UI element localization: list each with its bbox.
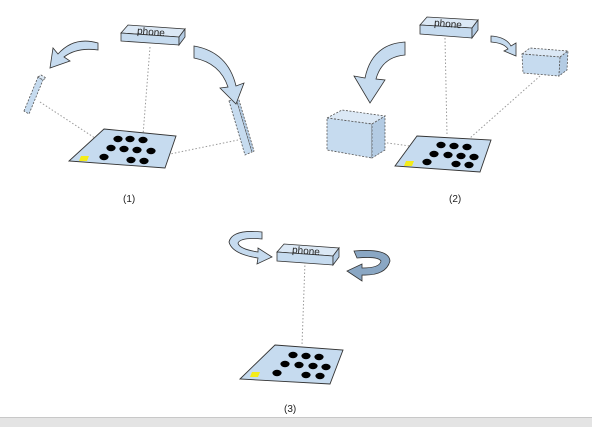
board-hole — [288, 351, 298, 359]
board-hole — [119, 145, 129, 153]
hole-board — [67, 128, 177, 169]
board-hole — [321, 363, 331, 371]
rotate-arrow-icon — [193, 45, 245, 105]
board-hole — [294, 361, 304, 369]
board-hole — [106, 144, 116, 152]
board-hole — [113, 135, 123, 143]
tilted-block-small — [520, 47, 570, 77]
tilted-block-large — [325, 109, 387, 159]
board-hole — [125, 135, 135, 143]
board-hole — [443, 151, 453, 159]
board-hole — [280, 360, 290, 368]
phone-label: phone — [137, 26, 166, 39]
sightline — [469, 75, 541, 139]
rotate-arrow-icon — [490, 35, 517, 57]
bottom-scrollbar[interactable] — [0, 417, 592, 427]
board-hole — [301, 352, 311, 360]
sightline — [444, 37, 448, 136]
phone-label: phone — [434, 18, 463, 31]
board-hole — [315, 372, 325, 380]
board-hole — [436, 141, 446, 149]
sightline — [301, 261, 306, 346]
board-hole — [146, 147, 156, 155]
board-hole — [429, 150, 439, 158]
rotate-arrow-icon — [353, 41, 406, 104]
board-hole — [449, 142, 459, 150]
hole-board — [238, 344, 344, 385]
phone-box: phone — [276, 243, 340, 267]
board-hole — [456, 152, 466, 160]
yellow-marker — [250, 372, 260, 377]
sightline — [142, 46, 151, 136]
sightline — [379, 141, 411, 147]
board-hole — [464, 161, 474, 169]
tilted-card-left — [23, 74, 47, 115]
yellow-marker — [404, 161, 414, 166]
panel-caption: (2) — [449, 194, 461, 205]
hole-board — [394, 135, 492, 173]
board-hole — [301, 371, 311, 379]
board-hole — [451, 160, 461, 168]
rotate-arrow-icon — [49, 40, 99, 69]
panel-1: phone (1) — [23, 24, 255, 205]
board-hole — [308, 362, 318, 370]
spin-arrow-icon — [228, 231, 273, 265]
board-hole — [272, 369, 282, 377]
board-hole — [462, 143, 472, 151]
board-hole — [126, 156, 136, 164]
board-hole — [422, 158, 432, 166]
phone-box: phone — [419, 16, 479, 40]
sightline — [169, 139, 239, 155]
yellow-marker — [79, 156, 89, 161]
board-hole — [132, 146, 142, 154]
board-hole — [139, 157, 149, 165]
tilted-card-right — [228, 97, 255, 156]
phone-label: phone — [292, 245, 321, 258]
board-hole — [314, 353, 324, 361]
phone-box: phone — [120, 24, 186, 47]
panel-2: phone (2) — [325, 16, 570, 205]
board-hole — [99, 153, 109, 161]
board-hole — [469, 153, 479, 161]
sightline — [39, 101, 102, 143]
panel-caption: (1) — [123, 194, 135, 205]
panel-caption: (3) — [284, 404, 296, 415]
spin-arrow-icon — [346, 250, 391, 282]
panel-3: phone (3) — [228, 231, 391, 415]
board-hole — [138, 136, 148, 144]
